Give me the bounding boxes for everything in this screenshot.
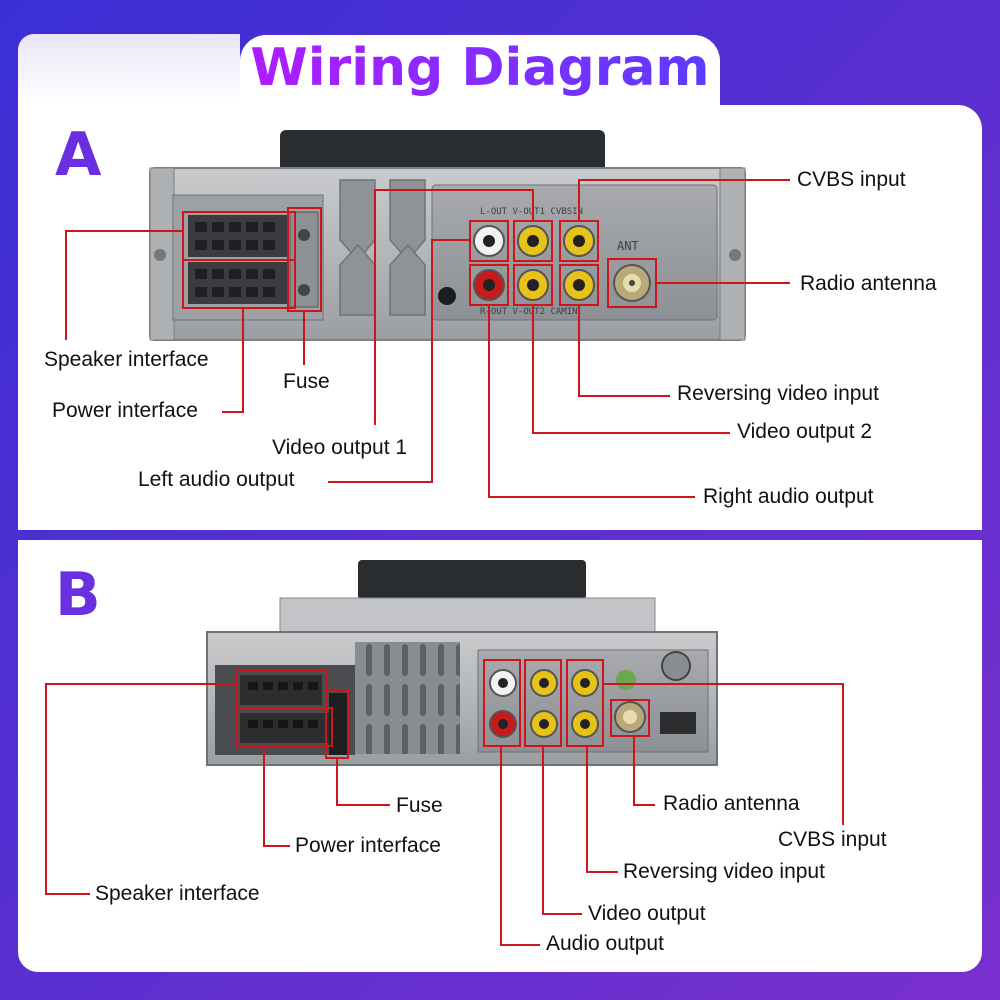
label-a-power-interface: Power interface [52,399,198,422]
label-a-speaker-interface: Speaker interface [44,348,209,371]
device-a-print-ant: ANT [617,239,639,253]
device-a-print-bottom: R-OUT V-OUT2 CAMIN [480,307,578,317]
device-a-screw-left [154,249,166,261]
device-b-rca-camera [571,710,599,738]
label-b-radio-antenna: Radio antenna [663,792,800,815]
device-a-rca-right-audio [473,269,505,301]
device-b [206,560,718,766]
device-a-antenna-socket [613,264,651,302]
device-a-screw-right [729,249,741,261]
device-b-rca-audio-r [489,710,517,738]
device-b-qc-sticker [616,670,636,690]
device-b-leaders [45,659,844,946]
device-b-rca-cvbs [571,669,599,697]
device-a-vents [339,179,426,316]
label-b-reversing-video-input: Reversing video input [623,860,825,883]
device-b-vents [355,642,460,754]
title-tab [240,35,720,107]
label-a-fuse: Fuse [283,370,330,393]
device-a-rca-video-out-2 [517,269,549,301]
device-b-rca-video-1 [530,669,558,697]
label-a-video-output-2: Video output 2 [737,420,873,443]
label-b-video-output: Video output [588,902,706,925]
device-a-mic-jack [438,287,456,305]
device-a-rca-left-audio [473,225,505,257]
label-b-audio-output: Audio output [546,932,664,955]
label-a-right-audio-output: Right audio output [703,485,874,508]
section-letter-b: B [55,560,101,630]
label-a-reversing-video-input: Reversing video input [677,382,879,405]
device-b-rca-audio-l [489,669,517,697]
device-b-gps-jack [661,651,691,681]
device-a-top-housing [280,130,605,175]
section-letter-a: A [55,120,102,190]
device-a-speaker-connector [188,215,288,257]
label-b-speaker-interface: Speaker interface [95,882,260,905]
label-a-video-output-1: Video output 1 [272,436,408,459]
device-b-top-housing [358,560,586,600]
device-b-antenna-socket [614,701,646,733]
device-a-print-top: L-OUT V-OUT1 CVBSIN [480,207,583,217]
title-tab-left [18,34,240,105]
label-a-left-audio-output: Left audio output [138,468,295,491]
label-a-cvbs-input: CVBS input [797,168,906,191]
device-a-rca-cvbs-in [563,225,595,257]
device-b-top-shelf [279,597,656,634]
device-b-small-port [660,712,696,734]
label-b-power-interface: Power interface [295,834,441,857]
label-b-cvbs-input: CVBS input [778,828,887,851]
device-a-pins [195,222,275,297]
device-a-power-connector [188,262,288,304]
page-title: Wiring Diagram [240,38,720,98]
label-b-fuse: Fuse [396,794,443,817]
device-a-rca-video-out-1 [517,225,549,257]
device-a-rca-camera-in [563,269,595,301]
label-a-radio-antenna: Radio antenna [800,272,937,295]
device-b-fuse-holder [329,693,347,755]
device-b-rca-video-2 [530,710,558,738]
device-a: L-OUT V-OUT1 CVBSIN R-OUT V-OUT2 CAMIN A… [149,130,746,341]
device-a-leaders [65,179,790,498]
